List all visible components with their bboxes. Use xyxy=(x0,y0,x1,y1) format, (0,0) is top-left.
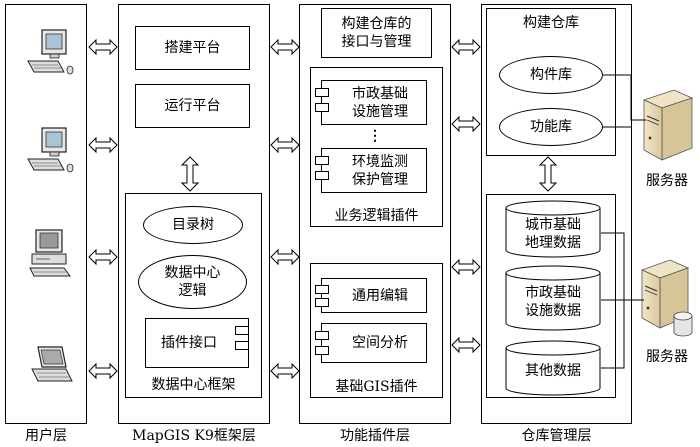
server-icon xyxy=(638,86,694,166)
environment-monitoring-label: 环境监测 保护管理 xyxy=(352,153,408,188)
framework-layer-label: MapGIS K9框架层 xyxy=(132,428,256,444)
other-data-cylinder xyxy=(505,340,601,396)
spatial-analysis-box: 空间分析 xyxy=(321,323,427,363)
connector-port-icon xyxy=(315,285,329,294)
connector-port-icon xyxy=(235,341,249,350)
spatial-analysis-label: 空间分析 xyxy=(352,335,408,351)
desktop-computer-icon xyxy=(22,28,76,78)
city-geo-data-label: 城市基础 地理数据 xyxy=(525,217,581,251)
connector-port-icon xyxy=(315,346,329,355)
business-logic-plugin-label: 业务逻辑插件 xyxy=(334,208,419,224)
municipal-management-box: 市政基础 设施管理 xyxy=(321,80,427,125)
run-platform-box: 运行平台 xyxy=(135,84,250,128)
warehouse-layer-label: 仓库管理层 xyxy=(521,428,592,444)
workstation-computer-icon xyxy=(26,228,78,280)
interface-management-box: 构建仓库的 接口与管理 xyxy=(321,8,432,58)
connector-port-icon xyxy=(315,331,329,340)
environment-monitoring-box: 环境监测 保护管理 xyxy=(321,148,427,193)
user-layer-label: 用户层 xyxy=(25,428,67,444)
general-edit-label: 通用编辑 xyxy=(352,287,408,304)
other-data-label: 其他数据 xyxy=(525,363,581,379)
laptop-computer-icon xyxy=(28,345,76,385)
ellipsis-marker: ⋮ xyxy=(368,128,382,144)
connector-port-icon xyxy=(315,103,329,112)
directory-tree-node: 目录树 xyxy=(143,206,243,244)
general-edit-box: 通用编辑 xyxy=(321,278,427,313)
desktop-computer-icon xyxy=(22,126,76,176)
connector-port-icon xyxy=(315,156,329,165)
municipal-management-label: 市政基础 设施管理 xyxy=(352,85,408,120)
municipal-data-label: 市政基础 设施数据 xyxy=(525,285,581,319)
basic-gis-plugin-label: 基础GIS插件 xyxy=(335,379,418,395)
build-platform-box: 搭建平台 xyxy=(135,26,250,70)
build-warehouse-label: 构建仓库 xyxy=(523,15,579,31)
plugin-interface-label: 插件接口 xyxy=(161,335,217,351)
connector-port-icon xyxy=(235,326,249,335)
server-label: 服务器 xyxy=(646,349,688,365)
connector-port-icon xyxy=(315,171,329,180)
connector-port-icon xyxy=(315,298,329,307)
plugin-interface-box: 插件接口 xyxy=(145,318,249,368)
connector-port-icon xyxy=(315,88,329,97)
data-center-logic-node: 数据中心 逻辑 xyxy=(138,255,247,309)
server-with-database-icon xyxy=(636,258,696,340)
component-library-node: 构件库 xyxy=(499,56,603,94)
data-center-framework-label: 数据中心框架 xyxy=(151,377,236,393)
municipal-data-cylinder xyxy=(505,265,601,331)
function-library-node: 功能库 xyxy=(499,108,603,146)
plugin-layer-label: 功能插件层 xyxy=(340,428,410,444)
server-label: 服务器 xyxy=(646,173,688,189)
city-geo-data-cylinder xyxy=(505,200,601,258)
